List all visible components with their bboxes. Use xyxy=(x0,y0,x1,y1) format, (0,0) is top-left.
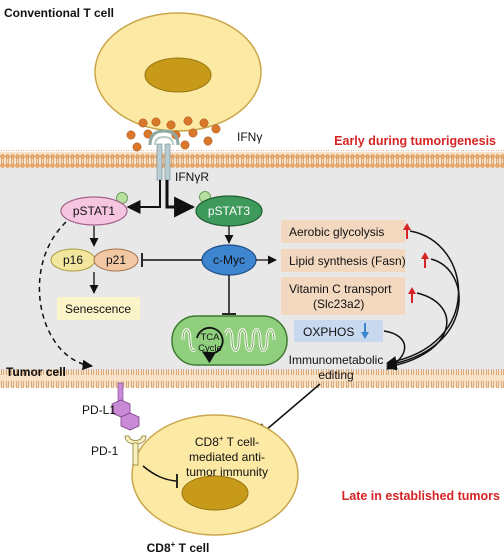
conventional-t-cell-label: Conventional T cell xyxy=(4,6,114,20)
arrow-receptor-to-pstat3 xyxy=(165,180,196,218)
oxphos-box xyxy=(294,320,383,342)
lower-membrane-inner-leaflet xyxy=(0,378,504,388)
p21-label: p21 xyxy=(106,253,126,267)
pstat1-node xyxy=(60,196,128,226)
ifn-dot xyxy=(151,117,161,127)
ifn-dot xyxy=(180,140,190,150)
immunometabolic-editing-line1: Immunometabolic xyxy=(289,353,384,367)
arrow-oxphos-to-editing xyxy=(383,330,406,370)
oxphos-label: OXPHOS xyxy=(303,325,354,339)
conventional-t-cell-nucleus xyxy=(144,57,212,93)
upper-membrane-outer-leaflet xyxy=(0,150,504,159)
up-arrow-icon xyxy=(421,252,429,268)
up-arrow-icon xyxy=(408,287,416,303)
aerobic-glycolysis-box xyxy=(281,220,405,243)
inhibition-editing-to-cd8 xyxy=(265,383,321,431)
lower-membrane-outer-leaflet xyxy=(0,369,504,378)
arrow-vitamin-c-to-editing xyxy=(385,292,448,371)
inhibition-pd1-to-cd8 xyxy=(142,465,177,482)
dashed-arrow-pstat1-to-pdl1 xyxy=(38,221,94,371)
upper-membrane xyxy=(0,150,504,169)
cd8-immunity-line2: mediated anti- xyxy=(189,450,265,464)
immunometabolic-editing-line2: editing xyxy=(318,368,353,382)
cd8-immunity-line1: CD8+ T cell- xyxy=(195,434,259,449)
p21-node xyxy=(93,248,139,272)
pd-l1-domain xyxy=(120,412,140,431)
conventional-t-cell xyxy=(94,12,262,132)
cd8-t-cell-body xyxy=(131,414,299,536)
ifn-dot xyxy=(199,118,209,128)
cd8-t-cell-label: CD8+ T cell xyxy=(147,540,210,555)
ifn-dot xyxy=(211,124,221,134)
lipid-synthesis-label: Lipid synthesis (Fasn) xyxy=(289,254,406,268)
pd-1-receptor xyxy=(124,435,147,466)
pd-1-cup xyxy=(124,435,147,445)
ifn-dot xyxy=(126,130,136,140)
lower-membrane xyxy=(0,369,504,388)
up-arrow-icon xyxy=(403,223,411,239)
cd8-t-cell-nucleus xyxy=(181,475,249,511)
aerobic-glycolysis-label: Aerobic glycolysis xyxy=(289,225,384,239)
pd-l1-label: PD-L1 xyxy=(82,403,116,417)
ifn-dot xyxy=(188,128,198,138)
arrow-receptor-to-pstat1 xyxy=(126,180,161,214)
ifn-gamma-label: IFNγ xyxy=(237,130,262,144)
ifn-dot xyxy=(132,142,142,152)
arrow-lipid-to-editing xyxy=(385,258,460,369)
cmyc-label: c-Myc xyxy=(213,253,245,267)
vitamin-c-transport-box xyxy=(281,277,405,315)
early-phase-label: Early during tumorigenesis xyxy=(334,134,496,148)
ifn-dot xyxy=(138,118,148,128)
pstat3-label: pSTAT3 xyxy=(208,204,251,218)
senescence-label: Senescence xyxy=(65,302,131,316)
ifn-dot xyxy=(203,136,213,146)
vitamin-c-transport-label-line1: Vitamin C transport xyxy=(289,282,392,296)
cd8-t-cell xyxy=(131,414,299,536)
p16-label: p16 xyxy=(63,253,83,267)
tca-label-line1: TCA xyxy=(201,332,221,343)
pd-l1-receptor xyxy=(111,382,140,431)
senescence-box xyxy=(57,297,140,320)
lipid-synthesis-box xyxy=(281,249,405,272)
ifn-gamma-receptor-label: IFNγR xyxy=(175,170,209,184)
ifn-dot xyxy=(166,120,176,130)
cd8-immunity-line3: tumor immunity xyxy=(186,465,268,479)
pd-1-label: PD-1 xyxy=(91,444,119,458)
tca-label-line2: Cycle xyxy=(198,343,222,354)
down-arrow-icon xyxy=(361,323,369,339)
late-phase-label: Late in established tumors xyxy=(342,489,500,503)
tumor-cell-label: Tumor cell xyxy=(6,365,66,379)
upper-membrane-inner-leaflet xyxy=(0,159,504,169)
ifn-dot xyxy=(183,116,193,126)
pstat1-label: pSTAT1 xyxy=(73,204,116,218)
cycle-icon xyxy=(196,326,224,364)
mitochondrion-icon xyxy=(171,315,288,366)
receptor-icon xyxy=(148,129,180,146)
vitamin-c-transport-label-line2: (Slc23a2) xyxy=(313,297,364,311)
